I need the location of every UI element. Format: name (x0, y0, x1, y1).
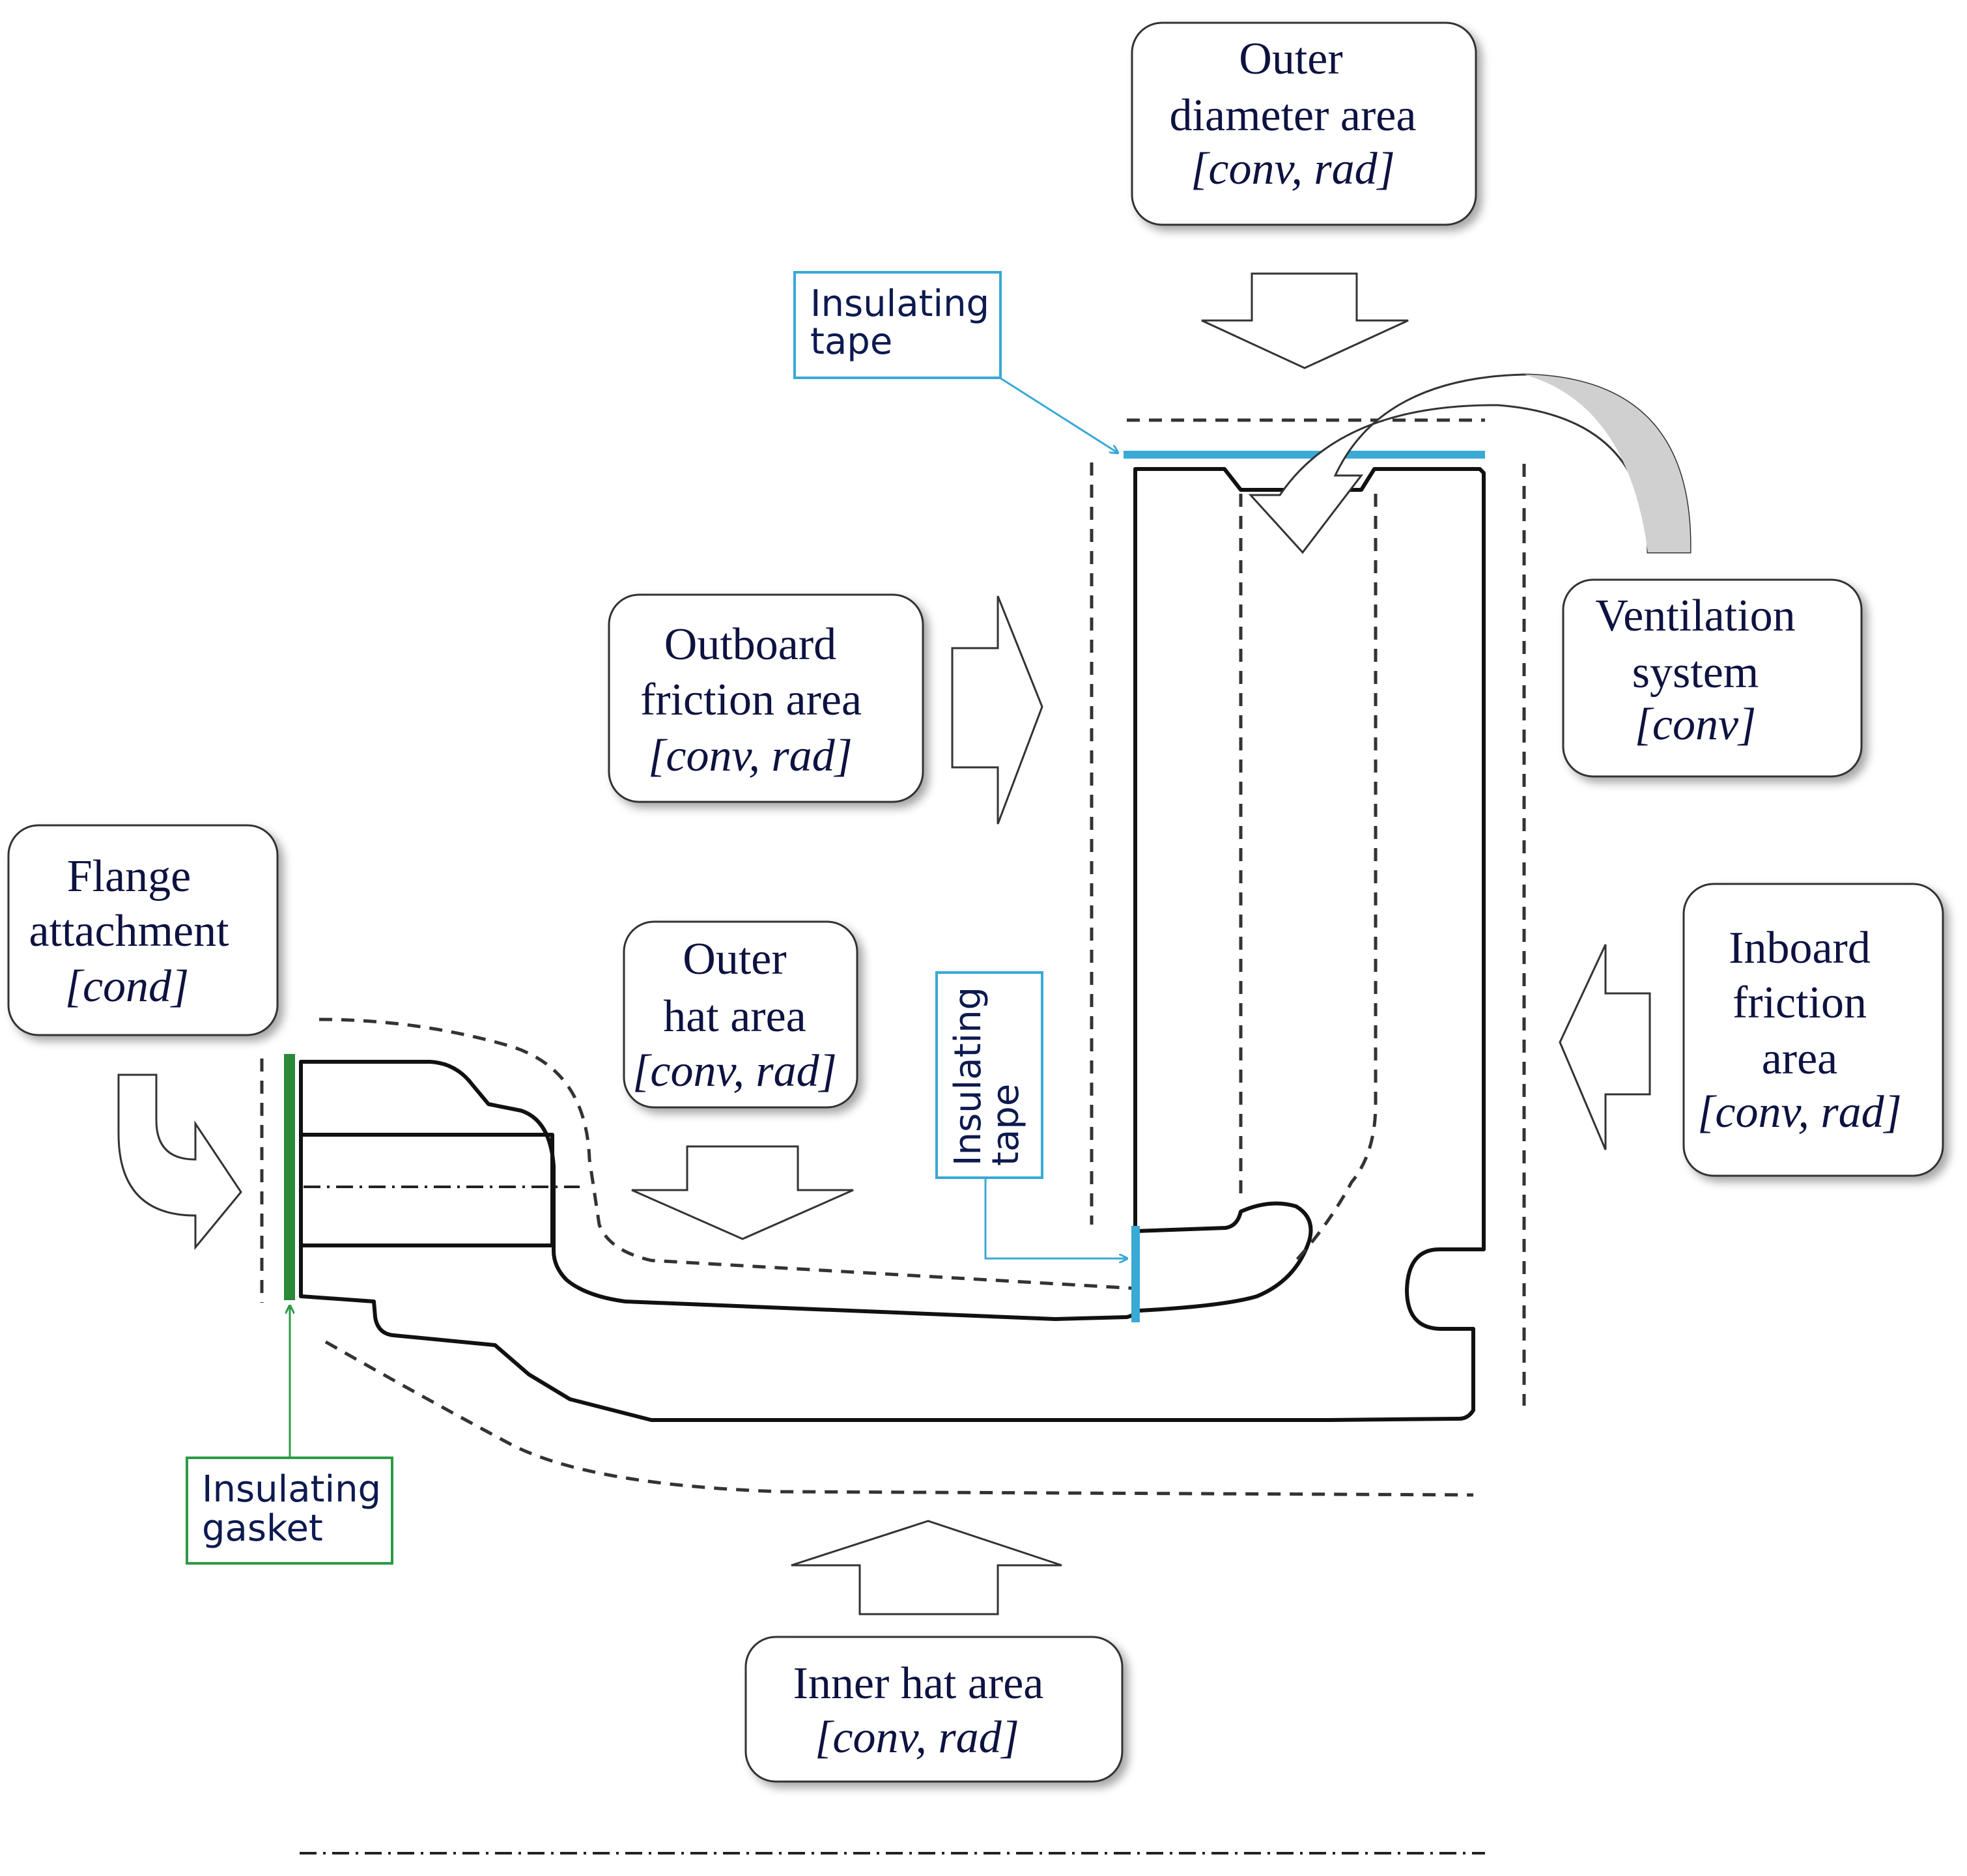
inboard-friction-line-3: area (1762, 1034, 1838, 1084)
inboard-friction-line-4: [conv, rad] (1697, 1087, 1902, 1137)
inboard-friction-line-1: Inboard (1729, 923, 1871, 973)
ventilation-label: Ventilation system [conv] (1562, 578, 1863, 778)
outer-hat-line-3: [conv, rad] (632, 1046, 837, 1096)
mid-tape-leader (984, 1178, 1127, 1258)
outer-hat-boundary (318, 1017, 1137, 1290)
inner-hat-line-1: Inner hat area (793, 1658, 1044, 1709)
outer-diameter-line-3: [conv, rad] (1191, 144, 1395, 194)
top-insulating-tape-bar (1124, 451, 1485, 459)
vent-boundary (1239, 494, 1378, 1262)
flange-line-3: [cond] (65, 961, 190, 1012)
mid-tape-line-1: Insulating (947, 987, 989, 1166)
ventilation-line-2: system (1632, 647, 1759, 698)
inner-hat-boundary (324, 1340, 1474, 1497)
outer-hat-line-1: Outer (683, 934, 786, 984)
disc-cross-section (299, 467, 1486, 1422)
inner-hat-line-2: [conv, rad] (815, 1713, 1019, 1763)
flange-line-1: Flange (67, 851, 191, 902)
flange-label: Flange attachment [cond] (7, 824, 279, 1036)
top-tape-leader (999, 377, 1118, 453)
inner-hat-arrow (791, 1520, 1062, 1615)
outer-diameter-line-1: Outer (1239, 34, 1342, 84)
insulating-gasket-callout: Insulating gasket (186, 1457, 393, 1565)
mid-tape-line-2: tape (985, 1084, 1027, 1166)
bolt-hole (299, 1060, 554, 1298)
outer-hat-arrow (631, 1145, 854, 1240)
vent-channel-outline (1133, 1201, 1313, 1313)
mid-insulating-tape-callout: Insulating tape (935, 971, 1043, 1179)
flange-line-2: attachment (29, 906, 229, 956)
mid-insulating-tape-bar (1131, 1226, 1140, 1322)
heat-flux-arrows (117, 272, 1691, 1615)
inner-hat-label: Inner hat area [conv, rad] (744, 1636, 1124, 1783)
outboard-friction-line-3: [conv, rad] (648, 731, 853, 781)
insulating-gasket-bar (284, 1054, 295, 1300)
outer-hat-label: Outer hat area [conv, rad] (623, 920, 858, 1109)
inboard-friction-arrow (1559, 944, 1651, 1150)
top-insulating-tape-callout: Insulating tape (793, 271, 1002, 379)
inboard-friction-label: Inboard friction area [conv, rad] (1682, 883, 1944, 1177)
disc-outline (299, 467, 1486, 1422)
outer-diameter-label: Outer diameter area [conv, rad] (1131, 21, 1477, 226)
top-tape-line-2: tape (810, 320, 892, 363)
top-tape-line-1: Insulating (810, 283, 989, 325)
boundary-lines (260, 418, 1526, 1855)
outer-diameter-arrow (1201, 272, 1409, 369)
outboard-friction-line-2: friction area (640, 675, 862, 725)
outboard-friction-line-1: Outboard (664, 619, 836, 670)
gasket-line-2: gasket (202, 1507, 323, 1550)
flange-curved-arrow (117, 1073, 242, 1251)
outer-diameter-line-2: diameter area (1170, 91, 1417, 141)
ventilation-arrow-shading (1524, 375, 1691, 552)
ventilation-line-1: Ventilation (1595, 591, 1795, 641)
ventilation-line-3: [conv] (1635, 700, 1757, 750)
gasket-line-1: Insulating (202, 1468, 381, 1511)
outboard-friction-label: Outboard friction area [conv, rad] (608, 593, 924, 803)
outboard-friction-arrow (951, 595, 1043, 825)
inboard-friction-line-2: friction (1733, 978, 1867, 1028)
outer-hat-line-2: hat area (663, 991, 806, 1042)
